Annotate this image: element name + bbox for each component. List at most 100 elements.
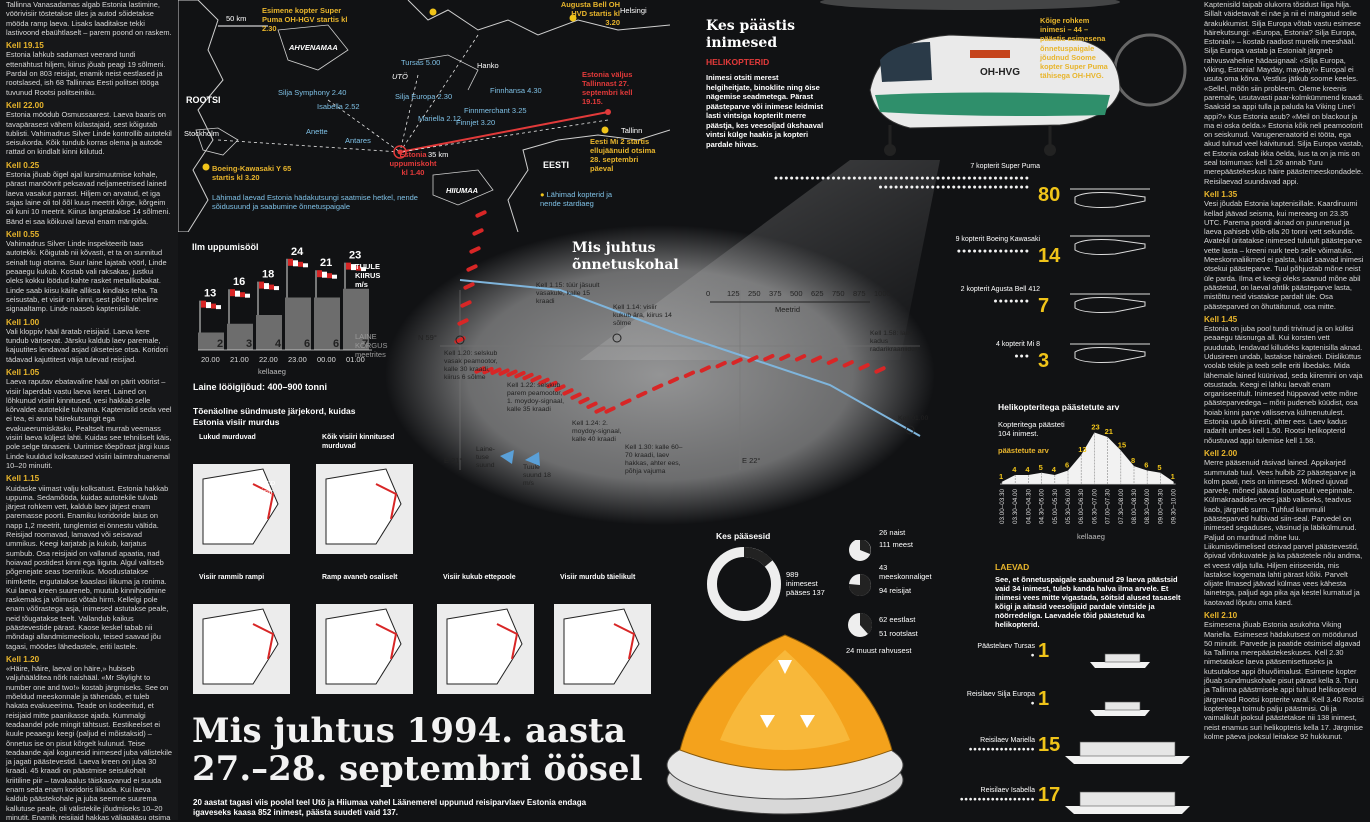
- people-icons: ●●●●●●●: [993, 298, 1030, 305]
- wind-time-tick: 23.00: [288, 355, 307, 364]
- rescued-time-tick: 09.00–09.30: [1157, 488, 1164, 524]
- visor-step: Kõik visiiri kinnitused murduvad: [316, 434, 413, 554]
- track-scale-tick: 875: [853, 289, 866, 298]
- map-label-antares: Antares: [345, 136, 371, 145]
- people-icons: ●●●●●●●●●●●●●●●●●: [959, 796, 1035, 803]
- rescued-time-tick: 07.00–07.30: [1105, 488, 1112, 524]
- wind-sock: [259, 281, 279, 291]
- people-icons: ●●●: [1014, 353, 1030, 360]
- main-title: Mis juhtus 1994. aasta 27.–28. septembri…: [192, 711, 643, 789]
- callout-mi2: Eesti Mi 2 startis ellujäänuid otsima 28…: [590, 137, 656, 173]
- track-scale-tick: 250: [748, 289, 761, 298]
- track-note: Kell 1.30: kalle 60–70 kraadi, laev hakk…: [625, 444, 683, 475]
- super-puma-illustration: OH-HVG: [820, 0, 1187, 156]
- rescued-time-tick: 05.00–05.30: [1052, 488, 1059, 524]
- wind-sock: [317, 270, 337, 279]
- left-entry-text: Vahimadrus Silver Linde inspekteerib taa…: [6, 239, 167, 314]
- track-note: Kell 01.00: [898, 415, 929, 422]
- helicopter-row: 4 kopterit Mi 8●●●3: [770, 340, 1070, 390]
- track-note: Kell 1.15: tüür jäsuult vasakule, kalle …: [536, 282, 600, 305]
- track-note: Kell 1.22: selskub parem peamootor, 1. m…: [507, 382, 565, 413]
- rescued-time-tick: 08.30–09.00: [1144, 488, 1151, 524]
- visor-step-label: Kõik visiiri kinnitused murduvad: [322, 434, 395, 450]
- wind-value: 21: [320, 257, 332, 269]
- rescued-time-tick: 06.00–06.30: [1078, 488, 1085, 524]
- helicopter-row-label: 9 kopterit Boeing Kawasaki: [955, 236, 1040, 243]
- helicopters-subtitle: HELIKOPTERID: [706, 57, 770, 67]
- wind-time-tick: 22.00: [259, 355, 278, 364]
- helicopter-silhouette-icon: [1070, 188, 1150, 208]
- left-entry-time: Kell 1.20: [6, 654, 40, 664]
- visor-step: Visiir murdub täielikult: [554, 574, 651, 694]
- wind-value: 13: [204, 288, 216, 300]
- track-scale-tick: 750: [832, 289, 845, 298]
- ship-row-label: Reisilaev Mariella: [980, 737, 1035, 744]
- track-note: Kell 1.58: laev kadus radarikraaniidelt: [870, 330, 919, 353]
- ship-row-value: 15: [1038, 734, 1061, 756]
- survivors-passengers: 94 reisijat: [879, 586, 912, 595]
- rescued-value: 23: [1091, 422, 1099, 431]
- rescued-time-tick: 09.30–10.00: [1171, 488, 1178, 524]
- helicopter-row-value: 7: [1038, 295, 1050, 317]
- ship-silhouette-icon: [1065, 741, 1190, 764]
- rescued-value: 13: [1078, 445, 1086, 454]
- track-scale-tick: 500: [790, 289, 803, 298]
- callout-agusta: Augusta Bell OH HVD startis kl 3.20: [560, 0, 620, 27]
- rescuers-title: Kes päästis inimesed: [706, 18, 796, 51]
- map-label-helsingi: Helsingi: [620, 6, 647, 15]
- visor-step-label: Ramp avaneb osaliselt: [322, 574, 398, 581]
- wind-value: 23: [349, 250, 361, 262]
- callout-boeing: Boeing-Kawasaki Y 65 startis kl 3.20: [212, 164, 292, 182]
- right-entry-text: Vesi jõudab Estonia kaptenisillale. Kaar…: [1204, 199, 1364, 311]
- right-entry-text: Esimesena jõuab Estonia asukohta Viking …: [1204, 620, 1364, 741]
- life-raft-illustration: [666, 634, 904, 815]
- survivors-swedes: 51 rootslast: [879, 629, 918, 638]
- wave-bar: [198, 332, 224, 350]
- track-scale-tick: 1000: [874, 289, 891, 298]
- rescued-value: 6: [1144, 461, 1148, 470]
- rescued-value: 5: [1039, 463, 1043, 472]
- left-entry-text: Vali kloppiv hääl äratab reisijaid. Laev…: [6, 326, 168, 364]
- ships-text: See, et õnnetuspaigale saabunud 29 laeva…: [995, 575, 1181, 629]
- wind-time-tick: 01.00: [346, 355, 365, 364]
- mi2-start-marker: [601, 126, 609, 134]
- ship-row-label: Päästelaev Tursas: [977, 643, 1035, 650]
- helicopter-row-label: 2 kopterit Agusta Bell 412: [960, 286, 1040, 293]
- right-entry-time: Kell 1.35: [1204, 189, 1238, 199]
- survivors-other: 24 muust rahvusest: [846, 646, 912, 655]
- track-lat: N 59°: [418, 333, 437, 342]
- map-label-hanko: Hanko: [477, 61, 499, 70]
- map-ship-label: Isabella 2.52: [317, 102, 360, 111]
- ship-row: Reisilaev Mariella ●●●●●●●●●●●●●●●15: [935, 732, 1195, 772]
- ship-row-value: 1: [1038, 640, 1050, 662]
- map-label-ahvenamaa: AHVENAMAA: [289, 43, 338, 52]
- rescued-value: 4: [1025, 465, 1030, 474]
- wave-bar: [256, 315, 282, 350]
- people-icons: ●: [1030, 700, 1035, 707]
- left-entry-time: Kell 1.00: [6, 317, 40, 327]
- left-entry-text: Kuidaske viimast valju kolksatust. Eston…: [6, 483, 169, 651]
- map-label-eesti: EESTI: [543, 160, 570, 170]
- survivors-title: Kes pääsesid: [716, 531, 771, 541]
- wind-chart: 13220.0016321.0018422.0024623.0021600.00…: [198, 246, 372, 364]
- people-icons: ●●●●●●●●●●●●●●●: [968, 746, 1035, 753]
- people-icons: ●●●●●●●●●●●●●●●●●●●●●●●●●●●●●●●●●●●●●●●●…: [773, 175, 1030, 191]
- left-entry-text: «Häire, häire, laeval on häire,» hubiseb…: [6, 664, 172, 820]
- map-ship-label: Finnmerchant 3.25: [464, 106, 527, 115]
- wind-time-tick: 00.00: [317, 355, 336, 364]
- ship-row-label: Reisilaev Silja Europa: [966, 691, 1035, 698]
- left-entry-time: Kell 0.25: [6, 160, 40, 170]
- helicopter-photo-caption: Kõige rohkem inimesi – 44 – päästis esim…: [1040, 16, 1108, 81]
- visor-step-label: Lukud murduvad: [199, 434, 256, 441]
- right-entry-time: Kell 2.00: [1204, 448, 1238, 458]
- superpuma-start-marker: [429, 8, 437, 16]
- survivors-donuts: [707, 540, 873, 637]
- ship-row: Päästelaev Tursas●1: [935, 638, 1195, 678]
- map-ship-label: Tursas 5.00: [401, 58, 441, 67]
- people-icons: ●●●●●●●●●●●●●●: [956, 248, 1030, 255]
